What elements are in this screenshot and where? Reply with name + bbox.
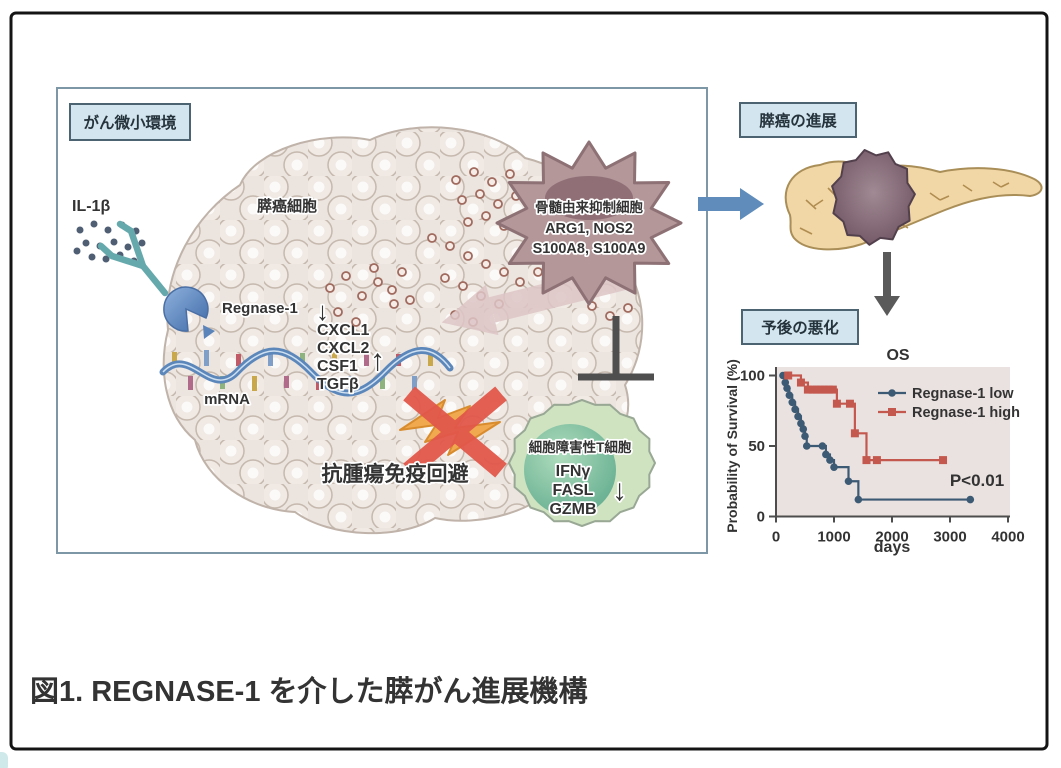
marker-square	[850, 429, 859, 438]
regnase1-down-arrow-icon: ↓	[316, 296, 329, 326]
prognosis-label: 予後の悪化	[761, 318, 839, 337]
mrna-label: mRNA	[204, 391, 250, 408]
mdsc-name: 骨髄由来抑制細胞	[535, 199, 643, 215]
p-value-annotation: P<0.01	[950, 471, 1004, 490]
legend-marker	[888, 389, 896, 397]
marker-square	[808, 385, 817, 394]
microenvironment-title: がん微小環境	[83, 113, 177, 132]
marker-square	[812, 385, 821, 394]
marker-circle	[801, 432, 809, 440]
inhibition-bar-icon	[578, 316, 654, 381]
chart-title: OS	[886, 347, 909, 364]
marker-square	[796, 378, 805, 387]
cytokine-tgfb: TGFβ	[317, 376, 359, 393]
marker-circle	[818, 442, 827, 450]
tcell-factor2: FASL	[553, 482, 594, 499]
marker-square	[828, 385, 837, 394]
red-x-icon	[403, 386, 507, 478]
mdsc-cell: 骨髄由来抑制細胞 ARG1, NOS2 S100A8, S100A9	[495, 140, 683, 306]
tcell-cell: 細胞障害性T細胞 IFNγ FASL GZMB ↓	[508, 399, 656, 527]
marker-circle	[854, 495, 863, 504]
marker-square	[845, 399, 854, 408]
marker-circle	[826, 456, 834, 464]
worsening-arrow-icon	[874, 252, 900, 316]
cytokine-csf1: CSF1	[317, 358, 358, 375]
mrna-icon	[159, 347, 454, 397]
mdsc-genes1: ARG1, NOS2	[545, 221, 633, 237]
legend-label: Regnase-1 high	[912, 405, 1020, 421]
tumor-icon	[831, 149, 916, 246]
x-tick-label: 2000	[875, 529, 908, 546]
marker-square	[803, 385, 812, 394]
x-tick-label: 3000	[933, 529, 966, 546]
marker-square	[872, 456, 881, 465]
legend-label: Regnase-1 low	[912, 386, 1014, 402]
marker-circle	[788, 398, 797, 407]
progression-label: 膵癌の進展	[759, 111, 837, 130]
x-axis-label: days	[874, 539, 911, 556]
y-tick-label: 50	[748, 438, 765, 455]
marker-square	[939, 456, 948, 465]
y-tick-label: 100	[740, 368, 765, 385]
marker-circle	[844, 477, 853, 486]
marker-square	[816, 385, 825, 394]
x-tick-label: 1000	[817, 529, 850, 546]
immune-evasion-label: 抗腫瘍免疫回避	[322, 462, 469, 486]
marker-circle	[830, 463, 838, 471]
regnase1-enzyme-icon	[163, 286, 215, 339]
panel-to-pancreas-arrow-icon	[698, 188, 764, 220]
progression-label-box: 膵癌の進展	[739, 102, 857, 138]
cutoff-corner-shape	[0, 752, 8, 768]
marker-square	[832, 399, 841, 408]
cytokine-cxcl2: CXCL2	[317, 340, 370, 357]
il1-receptor-icon	[97, 220, 169, 297]
marker-circle	[783, 384, 791, 392]
marker-square	[820, 385, 829, 394]
marker-circle	[785, 391, 794, 400]
regnase1-label: Regnase-1	[222, 300, 298, 317]
marker-circle	[802, 442, 811, 450]
marker-square	[784, 371, 793, 380]
tcell-name: 細胞障害性T細胞	[529, 439, 632, 455]
pancreas-icon	[784, 149, 1043, 251]
legend-marker	[888, 408, 896, 416]
x-tick-label: 0	[772, 529, 780, 546]
tcell-factor3: GZMB	[549, 501, 596, 518]
mdsc-nucleus	[545, 176, 633, 220]
figure-caption: 図1. REGNASE-1 を介した膵がん進展機構	[30, 674, 588, 708]
marker-circle	[966, 495, 975, 504]
marker-circle	[799, 425, 808, 433]
y-tick-label: 0	[757, 509, 765, 526]
marker-circle	[791, 405, 799, 414]
cytokine-cxcl1: CXCL1	[317, 322, 370, 339]
marker-square	[824, 385, 833, 394]
tcell-down-arrow-icon: ↓	[612, 474, 627, 507]
il1b-label: IL-1β	[72, 198, 110, 215]
tcell-factor1: IFNγ	[556, 463, 591, 480]
prognosis-label-box: 予後の悪化	[741, 309, 859, 345]
cytokine-up-arrow-icon: ↑	[370, 344, 385, 377]
mdsc-genes2: S100A8, S100A9	[533, 241, 646, 257]
marker-circle	[822, 450, 830, 459]
il1b-dots-icon	[73, 220, 146, 265]
figure-border	[9, 11, 1049, 751]
tcell-nucleus	[524, 424, 616, 516]
cancer-cells-label: 膵癌細胞	[257, 197, 317, 215]
y-axis-label: Probability of Survival (%)	[724, 359, 740, 532]
marker-square	[862, 456, 871, 465]
microenvironment-title-box: がん微小環境	[69, 103, 191, 141]
marker-circle	[794, 412, 802, 421]
x-tick-label: 4000	[991, 529, 1024, 546]
